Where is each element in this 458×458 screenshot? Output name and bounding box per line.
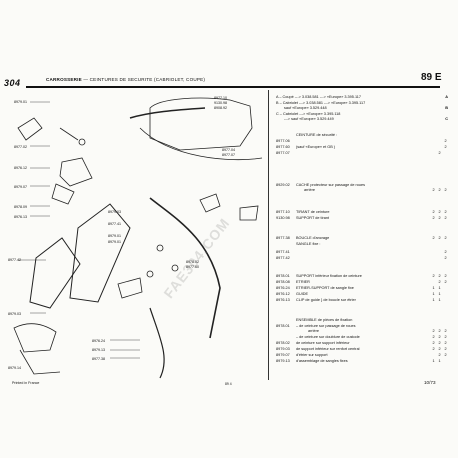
seat-back-outline xyxy=(149,97,253,151)
diagram-ref: 8979.01 xyxy=(14,100,27,104)
part-row: CEINTURE de sécurité : xyxy=(296,133,338,137)
variant-row: C – Cabriolet ---> «Europe» 3.395.118 xyxy=(276,112,341,116)
footer-printed: Printed in France xyxy=(12,381,40,385)
anchor-bolt-2 xyxy=(171,264,179,272)
section-subtitle: — CEINTURES DE SECURITE (CABRIOLET, COUP… xyxy=(83,77,206,82)
side-anchor-plate xyxy=(239,205,259,221)
footer-center: 89 4 xyxy=(225,382,232,386)
diagram-ref: 8979.03 xyxy=(108,210,121,214)
leader-lines xyxy=(18,101,140,359)
diagram-ref: 8979.03 xyxy=(8,312,21,316)
diagram-ref: 9130.98 xyxy=(214,101,227,105)
diagram-ref: 8908.92 xyxy=(214,106,227,110)
guide-block xyxy=(117,277,143,299)
link-rod xyxy=(59,127,79,141)
part-row: 8978.01– de ceinture sur passage de roue… xyxy=(276,324,356,328)
diagram-ref: 8976.12 xyxy=(14,166,27,170)
lower-mount xyxy=(19,349,61,375)
buckle-bracket xyxy=(59,157,93,187)
diagram-ref: 8978.09 xyxy=(14,205,27,209)
diagram-ref: 8977.42 xyxy=(8,258,21,262)
diagram-ref: 8977.07 xyxy=(222,153,235,157)
diagram-ref: 8976.13 xyxy=(14,215,27,219)
diagram-ref: 8979.01 xyxy=(108,234,121,238)
part-row: 8977.60(sauf «Europe» et GB )2 xyxy=(276,145,448,149)
diagram-ref: 8978.02 xyxy=(186,260,199,264)
diagram-ref: 8977.38 xyxy=(92,357,105,361)
page-reference: 89 E xyxy=(421,72,442,83)
belt-reel-left xyxy=(69,203,131,303)
diagram-ref: 8977.10 xyxy=(214,96,227,100)
column-divider xyxy=(268,90,269,380)
part-row: ENSEMBLE de pièces de fixation xyxy=(296,318,353,322)
seat-cushion-outline xyxy=(139,127,263,161)
diagram-ref: 8979.07 xyxy=(14,185,27,189)
diagram-ref: 8979.14 xyxy=(8,366,21,370)
diagram-ref: 8977.41 xyxy=(108,222,121,226)
belt-strap-lower xyxy=(149,307,165,379)
variant-row: B – Cabriolet ---> 3.038.581 ---> «Europ… xyxy=(276,101,366,105)
diagram-ref: 8976.24 xyxy=(92,339,105,343)
lamp-housing xyxy=(17,117,43,141)
belt-reel-rear xyxy=(29,237,81,309)
anchor-bolt-3 xyxy=(146,270,154,278)
footer-date: 10/73 xyxy=(424,380,436,385)
diagram-ref: 8977.60 xyxy=(186,265,199,269)
diagram-ref: 8977.02 xyxy=(14,145,27,149)
header-rule xyxy=(26,86,440,88)
anchor-bolt-1 xyxy=(156,244,164,252)
lower-bracket xyxy=(13,323,57,353)
section-title: CARROSSERIE xyxy=(46,77,82,82)
belt-strap-upper xyxy=(129,107,206,119)
diagram-drawing xyxy=(13,97,263,379)
model-logo: 304 xyxy=(4,78,21,88)
variant-row: A – Coupé ---> 3.038.581 ---> «Europe» 3… xyxy=(276,95,448,99)
fixing-bolt xyxy=(78,138,86,146)
page-title: CARROSSERIE — CEINTURES DE SECURITE (CAB… xyxy=(46,77,205,82)
part-row: SANGLE fixe : xyxy=(296,242,321,246)
exploded-diagram: 8977.10 9130.98 8908.92 8979.01 8977.02 … xyxy=(0,88,268,388)
upper-anchor-plate xyxy=(199,193,221,213)
belt-strap-main xyxy=(149,197,221,339)
diagram-ref: 8979.13 xyxy=(92,348,105,352)
diagram-ref: 8977.04 xyxy=(222,148,235,152)
clip-plate xyxy=(51,183,75,205)
diagram-ref: 8979.01 xyxy=(108,240,121,244)
